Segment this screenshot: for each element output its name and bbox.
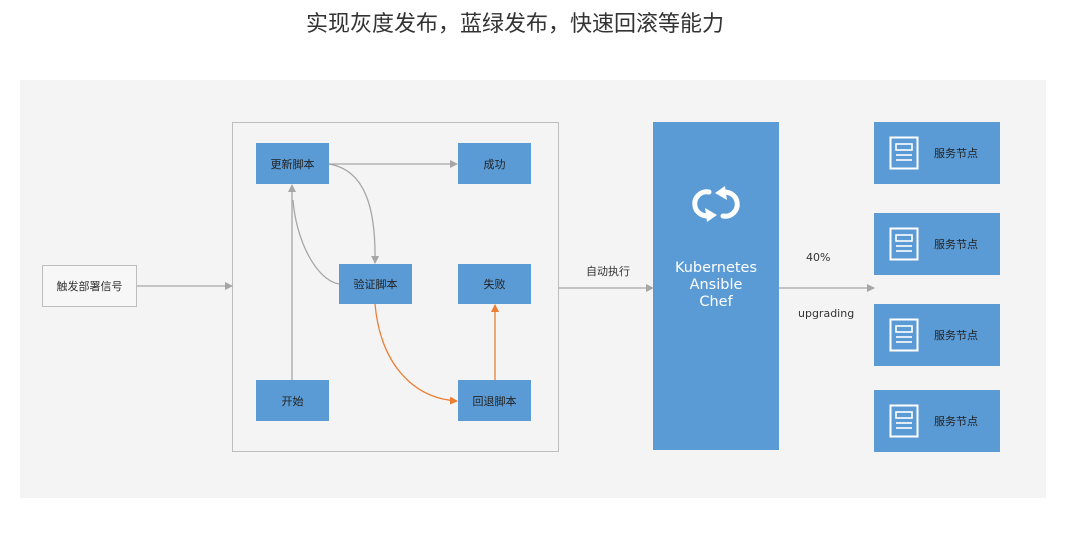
page-title: 实现灰度发布，蓝绿发布，快速回滚等能力 bbox=[305, 12, 724, 37]
progress-percent-label: 40% bbox=[806, 251, 831, 264]
service-node: 服务节点 bbox=[874, 213, 1000, 275]
sync-icon bbox=[692, 186, 740, 222]
tool-ansible: Ansible bbox=[689, 277, 743, 293]
rollback-script-box: 回退脚本 bbox=[458, 380, 531, 421]
tool-chef: Chef bbox=[699, 294, 733, 310]
document-icon bbox=[889, 136, 919, 170]
start-box: 开始 bbox=[256, 380, 329, 421]
service-node: 服务节点 bbox=[874, 122, 1000, 184]
trigger-box: 触发部署信号 bbox=[42, 265, 137, 307]
service-node: 服务节点 bbox=[874, 390, 1000, 452]
service-node-label: 服务节点 bbox=[934, 147, 978, 160]
progress-state-label: upgrading bbox=[798, 307, 855, 320]
fail-box: 失败 bbox=[458, 264, 531, 304]
service-node-label: 服务节点 bbox=[934, 238, 978, 251]
service-node: 服务节点 bbox=[874, 304, 1000, 366]
verify-to-rollback-arrow bbox=[374, 303, 458, 405]
auto-exec-label: 自动执行 bbox=[586, 265, 630, 278]
document-icon bbox=[889, 318, 919, 352]
deploy-tools-box: Kubernetes Ansible Chef bbox=[653, 122, 779, 450]
service-node-label: 服务节点 bbox=[934, 415, 978, 428]
verify-loop-to-update bbox=[292, 199, 340, 285]
document-icon bbox=[889, 404, 919, 438]
update-script-box: 更新脚本 bbox=[256, 143, 329, 184]
update-to-verify-arrow bbox=[328, 163, 380, 264]
tool-kubernetes: Kubernetes bbox=[674, 260, 758, 276]
service-node-label: 服务节点 bbox=[934, 329, 978, 342]
success-box: 成功 bbox=[458, 143, 531, 184]
verify-script-box: 验证脚本 bbox=[339, 264, 412, 304]
document-icon bbox=[889, 227, 919, 261]
